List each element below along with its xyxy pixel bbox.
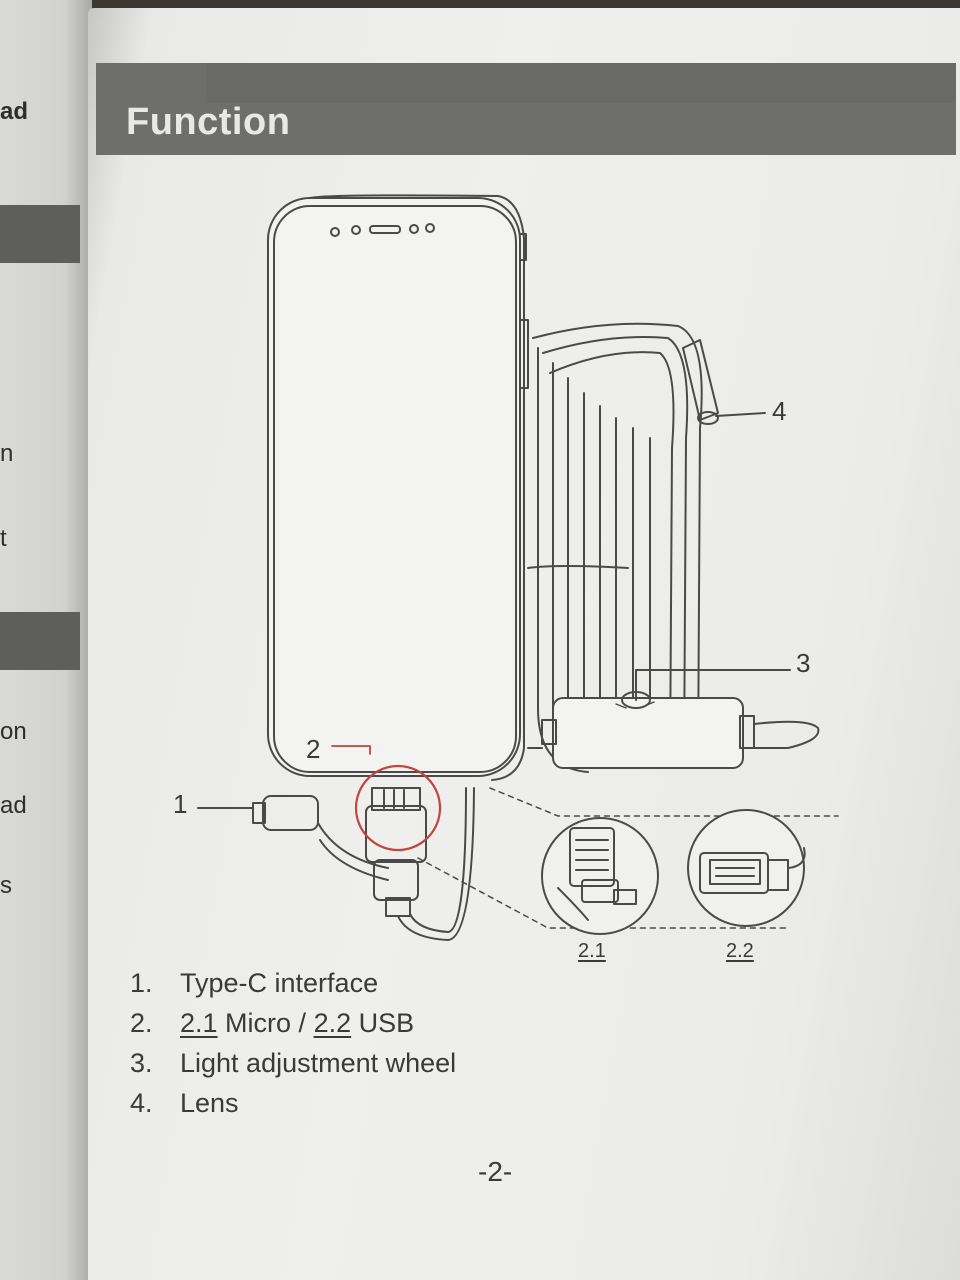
legend-text: Light adjustment wheel xyxy=(180,1048,457,1078)
legend-number: 1. xyxy=(130,968,153,998)
legend-item: 1. Type-C interface xyxy=(130,963,456,1003)
callout-2: 2 xyxy=(306,734,321,764)
legend-item: 2. 2.1 Micro / 2.2 USB xyxy=(130,1003,456,1043)
sublabel-2-1: 2.1 xyxy=(578,940,606,962)
callout-3: 3 xyxy=(796,648,811,678)
left-page-bar xyxy=(0,612,80,670)
light-adjustment-module xyxy=(527,669,820,769)
micro-usb-detail xyxy=(541,817,659,935)
usb-detail xyxy=(687,809,806,927)
legend-item: 4. Lens xyxy=(130,1083,456,1123)
legend-text-segment: Micro / xyxy=(217,1008,314,1038)
product-diagram xyxy=(197,194,839,941)
callout-1: 1 xyxy=(173,789,188,819)
legend-text-segment: USB xyxy=(351,1008,415,1038)
legend-part-ref: 2.2 xyxy=(313,1008,352,1038)
left-page-bar xyxy=(0,205,80,263)
left-page-fragment: ad xyxy=(0,792,27,819)
section-title: Function xyxy=(126,101,291,143)
legend-text: Lens xyxy=(180,1088,239,1118)
left-page-fragment: t xyxy=(0,525,7,552)
left-page-fragment: s xyxy=(0,872,12,899)
smartphone-illustration xyxy=(267,194,529,781)
header-strip xyxy=(206,63,956,103)
legend-part-ref: 2.1 xyxy=(180,1008,218,1038)
left-page: ad n t on ad s xyxy=(0,0,92,1280)
section-header-band: Function xyxy=(96,63,956,155)
legend-item: 3. Light adjustment wheel xyxy=(130,1043,456,1083)
sublabel-2-2: 2.2 xyxy=(726,940,754,962)
legend-text: 2.1 Micro / 2.2 USB xyxy=(180,1003,414,1043)
legend-number: 4. xyxy=(130,1088,153,1118)
legend-number: 3. xyxy=(130,1048,153,1078)
left-page-fragment: on xyxy=(0,718,27,745)
manual-page: Function xyxy=(88,8,960,1280)
page-number: -2- xyxy=(478,1156,513,1187)
legend-number: 2. xyxy=(130,1008,153,1038)
callout-4: 4 xyxy=(772,396,787,426)
left-page-fragment: ad xyxy=(0,98,29,125)
parts-legend: 1. Type-C interface 2. 2.1 Micro / 2.2 U… xyxy=(130,963,456,1123)
left-page-fragment: n xyxy=(0,440,14,467)
legend-text: Type-C interface xyxy=(180,968,379,998)
